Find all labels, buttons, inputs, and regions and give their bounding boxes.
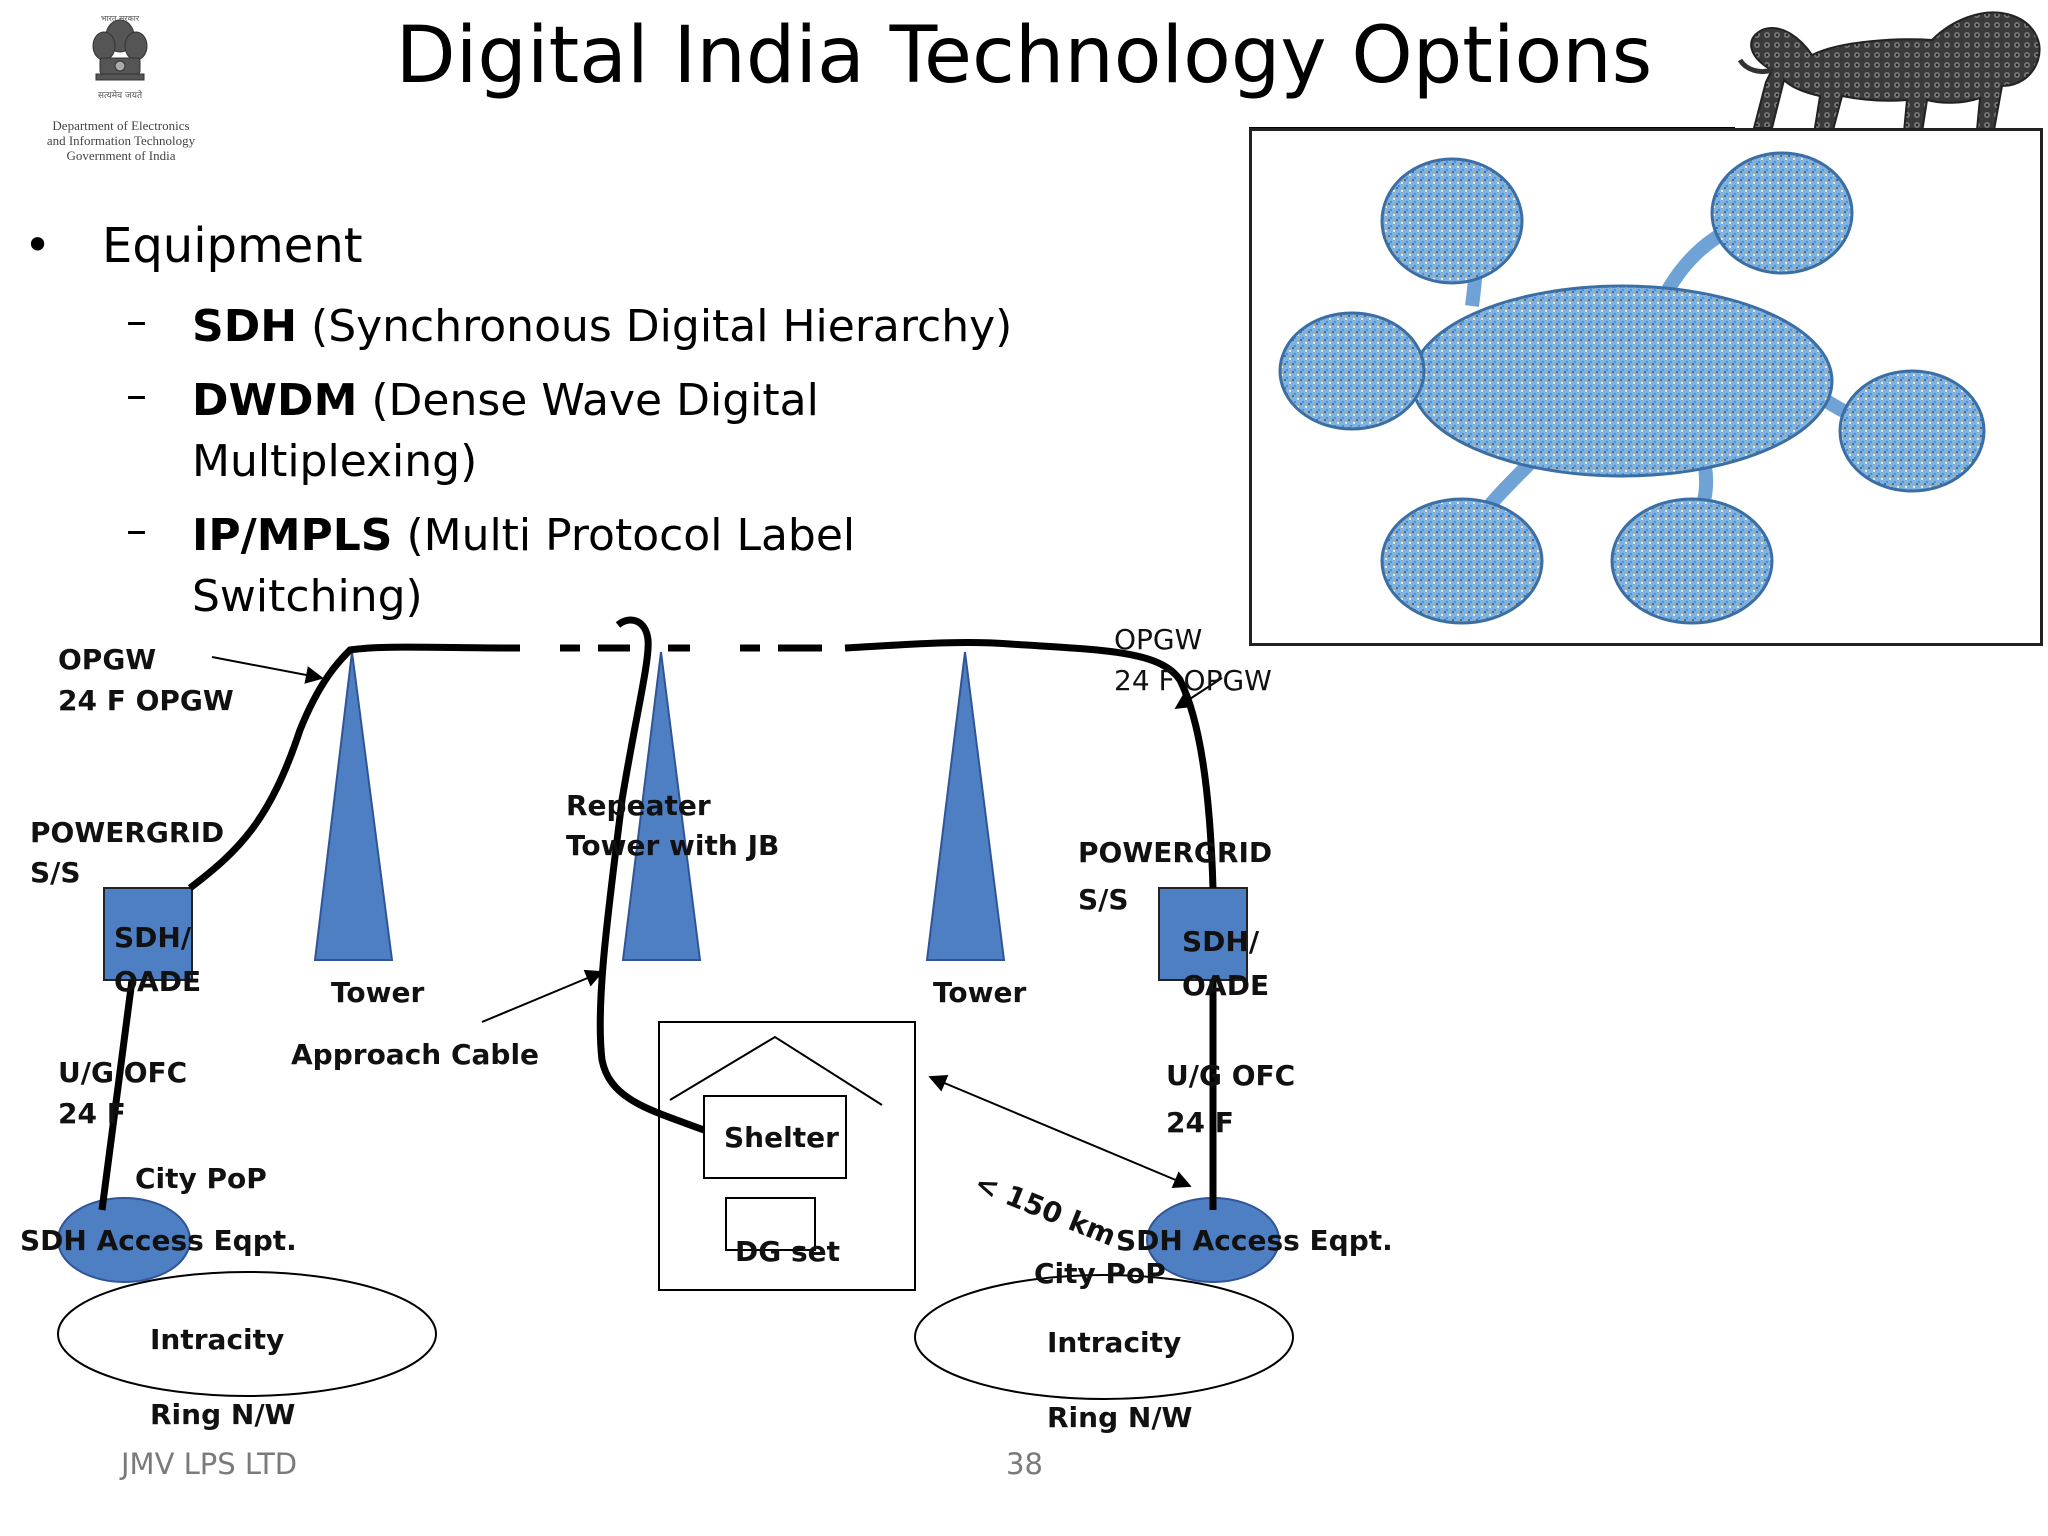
bullet-dash: – xyxy=(126,370,147,419)
bullet-sdh-desc: (Synchronous Digital Hierarchy) xyxy=(297,301,1013,352)
footer-company: JMV LPS LTD xyxy=(121,1447,298,1481)
opgw-line-left xyxy=(187,643,521,891)
city-pop-node-left xyxy=(57,1197,191,1283)
sdh-oade-left-label-2: OADE xyxy=(114,965,202,998)
opgw-left-label-2: 24 F OPGW xyxy=(58,684,234,717)
powergrid-right-label-1: POWERGRID xyxy=(1078,836,1273,869)
slide-title: Digital India Technology Options xyxy=(395,11,1653,101)
opgw-right-pointer xyxy=(1174,677,1223,709)
dg-set-label: DG set xyxy=(735,1235,841,1268)
department-line-3: Government of India xyxy=(66,148,176,163)
ring-nw-left-label: Ring N/W xyxy=(150,1398,296,1431)
svg-text:सत्यमेव जयते: सत्यमेव जयते xyxy=(98,89,143,101)
department-name: Department of Electronics and Informatio… xyxy=(8,118,234,163)
opgw-right-label-2: 24 F OPGW xyxy=(1114,664,1272,697)
intracity-left-label: Intracity xyxy=(150,1323,285,1356)
bullet-ipmpls-abbr: IP/MPLS xyxy=(192,510,393,561)
footer-page-number: 38 xyxy=(1006,1447,1043,1481)
tower-left xyxy=(313,651,394,961)
sdh-oade-box-left xyxy=(103,887,193,981)
powergrid-left-label-2: S/S xyxy=(30,856,81,889)
svg-text:भारत सरकार: भारत सरकार xyxy=(101,14,140,23)
shelter-label: Shelter xyxy=(724,1121,839,1154)
opgw-left-label-1: OPGW xyxy=(58,643,157,676)
intracity-ring-right xyxy=(914,1274,1294,1400)
tower-right-label: Tower xyxy=(933,976,1027,1009)
ug-ofc-left-label-2: 24 F xyxy=(58,1097,126,1130)
sdh-oade-right-label-1: SDH/ xyxy=(1182,925,1260,958)
repeater-label-2: Tower with JB xyxy=(566,829,780,862)
sdh-oade-left-label-1: SDH/ xyxy=(114,921,192,954)
network-cloud-picture xyxy=(1249,128,2043,646)
repeater-tower xyxy=(621,651,702,961)
government-emblem-logo: सत्यमेव जयते भारत सरकार xyxy=(92,14,148,101)
bullet-ipmpls-desc-2: Switching) xyxy=(192,571,423,622)
network-cloud-illustration xyxy=(1278,151,1986,625)
intracity-ring-left xyxy=(57,1271,437,1397)
sdh-access-right-label: SDH Access Eqpt. xyxy=(1116,1224,1393,1257)
bullet-dwdm-desc-2: Multiplexing) xyxy=(192,436,478,487)
repeater-label-1: Repeater xyxy=(566,789,711,822)
ug-ofc-right-label-1: U/G OFC xyxy=(1166,1059,1296,1092)
opgw-right-label-1: OPGW xyxy=(1114,623,1203,656)
ring-nw-right-label: Ring N/W xyxy=(1047,1401,1193,1434)
powergrid-right-label-2: S/S xyxy=(1078,883,1129,916)
approach-cable-label: Approach Cable xyxy=(291,1038,540,1071)
make-in-india-lion-logo xyxy=(1737,11,2041,135)
city-pop-right-label: City PoP xyxy=(1034,1257,1166,1290)
bullet-dot: • xyxy=(24,218,52,272)
shelter-box xyxy=(703,1095,847,1179)
shelter-site-box xyxy=(658,1021,916,1291)
bullet-dash: – xyxy=(126,296,147,345)
ug-ofc-right-label-2: 24 F xyxy=(1166,1106,1234,1139)
bullet-dash: – xyxy=(126,505,147,554)
ug-ofc-line-left xyxy=(98,979,136,1211)
bullet-equipment: Equipment xyxy=(102,218,363,274)
tower-right xyxy=(925,651,1006,961)
department-line-1: Department of Electronics xyxy=(52,118,190,133)
bullet-dwdm-abbr: DWDM xyxy=(192,375,358,426)
sdh-access-left-label: SDH Access Eqpt. xyxy=(20,1224,297,1257)
distance-arrow xyxy=(928,1074,1192,1189)
bullet-sdh-abbr: SDH xyxy=(192,301,298,352)
tower-left-label: Tower xyxy=(331,976,425,1009)
bullet-dwdm-desc: (Dense Wave Digital xyxy=(357,375,819,426)
sdh-oade-right-label-2: OADE xyxy=(1182,969,1270,1002)
shelter-roof xyxy=(669,1035,883,1106)
bullet-ipmpls-desc: (Multi Protocol Label xyxy=(392,510,856,561)
ug-ofc-left-label-1: U/G OFC xyxy=(58,1056,188,1089)
sdh-oade-box-right xyxy=(1158,887,1248,981)
intracity-right-label: Intracity xyxy=(1047,1326,1182,1359)
approach-cable-line xyxy=(596,616,706,1134)
city-pop-left-label: City PoP xyxy=(135,1162,267,1195)
dg-set-box xyxy=(725,1197,816,1251)
powergrid-left-label-1: POWERGRID xyxy=(30,816,225,849)
department-line-2: and Information Technology xyxy=(46,133,196,148)
opgw-left-pointer xyxy=(211,656,324,684)
bullet-sdh: SDH (Synchronous Digital Hierarchy) xyxy=(192,296,1052,357)
approach-cable-pointer xyxy=(481,969,604,1023)
opgw-line-right xyxy=(844,639,1217,889)
